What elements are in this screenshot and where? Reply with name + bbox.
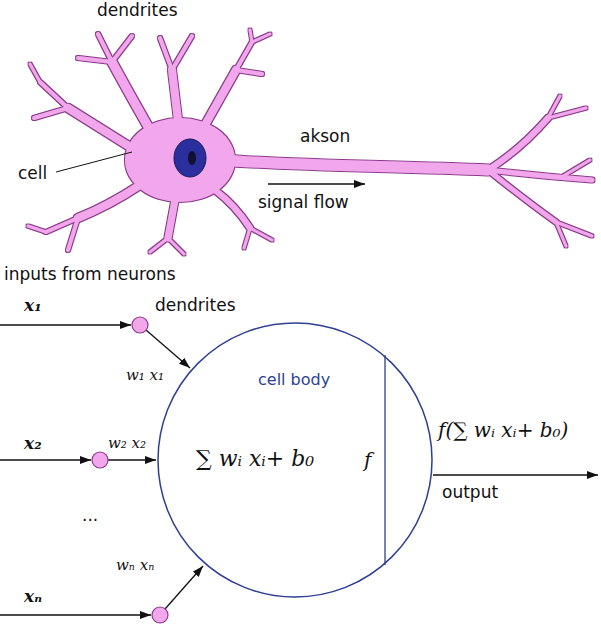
output-label: output <box>442 482 498 502</box>
axon-terminal <box>488 170 556 222</box>
dendrite <box>68 108 135 150</box>
dendrite <box>78 185 140 218</box>
leader-line <box>56 152 132 172</box>
dendrite <box>30 64 40 82</box>
axon <box>220 160 488 170</box>
weight-arrow <box>108 459 156 460</box>
input-arrow <box>0 614 151 615</box>
cell-circle <box>158 323 432 597</box>
synapse-dot <box>92 452 108 468</box>
dendrite <box>250 228 272 240</box>
signal-arrow <box>268 183 365 184</box>
cell-soma <box>125 118 235 202</box>
dendrite <box>34 108 68 118</box>
axon-terminal <box>488 170 592 180</box>
activation-symbol: f <box>364 448 371 472</box>
dendrite <box>40 82 68 108</box>
dendrite <box>78 58 112 62</box>
dendrite <box>244 228 250 248</box>
dendrite <box>236 42 252 70</box>
output-arrow <box>433 474 598 475</box>
dendrite <box>250 30 252 42</box>
synapse-dot <box>152 607 168 623</box>
weight-label: wₙ xₙ <box>116 556 154 574</box>
part-label: dendrites <box>155 295 236 315</box>
dendrite <box>215 190 250 228</box>
ellipsis: ... <box>82 505 98 525</box>
input-label: xₙ <box>24 586 42 606</box>
synapse-dot <box>132 317 148 333</box>
activation-divider <box>384 355 385 565</box>
part-label: akson <box>300 126 350 146</box>
dendrite <box>28 226 46 232</box>
part-label: dendrites <box>97 0 178 20</box>
dendrite <box>98 34 112 62</box>
neuron-shape <box>28 30 592 254</box>
dendrite <box>236 70 262 74</box>
input-arrow <box>0 324 131 325</box>
dendrite <box>160 38 172 70</box>
dendrite <box>252 34 270 42</box>
nucleus <box>174 139 206 177</box>
input-label: x₂ <box>24 433 42 453</box>
weight-arrow <box>165 566 203 609</box>
cell-body-circle: cell body ∑ wᵢ xᵢ+ b₀ f <box>157 322 433 598</box>
dendrite <box>112 62 150 130</box>
dendrite <box>68 218 78 250</box>
part-label: cell <box>18 163 47 183</box>
weight-label: w₁ x₁ <box>126 366 164 384</box>
arrow-label: signal flow <box>258 192 349 212</box>
dendrite <box>168 238 184 254</box>
dendrite <box>205 70 236 125</box>
section-label: inputs from neurons <box>4 264 176 284</box>
axon-terminal <box>556 222 566 246</box>
input-arrow <box>0 459 91 460</box>
axon-terminal <box>488 118 548 170</box>
output-formula: f(∑ wᵢ xᵢ+ b₀) <box>438 418 568 442</box>
cell-body-label: cell body <box>258 370 330 389</box>
input-label: x₁ <box>24 295 42 315</box>
dendrite <box>172 70 178 120</box>
axon-terminal <box>548 108 586 118</box>
weight-arrow <box>146 330 190 368</box>
nucleolus <box>188 151 196 165</box>
dendrite <box>112 36 132 62</box>
weight-label: w₂ x₂ <box>108 434 146 452</box>
dendrite <box>168 200 175 238</box>
dendrite <box>150 238 168 252</box>
axon-terminal <box>560 160 590 178</box>
dendrite <box>172 36 192 70</box>
sum-formula: ∑ wᵢ xᵢ+ b₀ <box>196 446 314 472</box>
